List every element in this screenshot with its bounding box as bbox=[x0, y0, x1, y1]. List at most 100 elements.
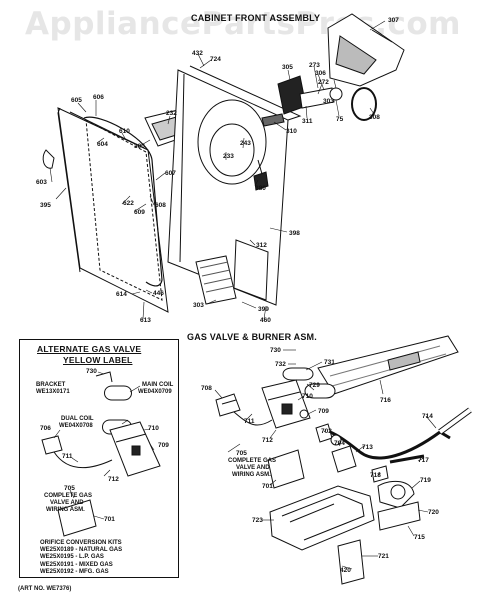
kit-mfg-gas: WE25X0192 - MFG. GAS bbox=[40, 568, 109, 575]
callout-720: 720 bbox=[428, 509, 439, 516]
callout-608: 608 bbox=[155, 202, 166, 209]
callout-307: 307 bbox=[388, 17, 399, 24]
kit-mixed-gas: WE25X0191 - MIXED GAS bbox=[40, 561, 113, 568]
callout-712: 712 bbox=[262, 437, 273, 444]
callout-243: 243 bbox=[240, 140, 251, 147]
note-complete-b1: COMPLETE GAS bbox=[228, 458, 277, 464]
grille bbox=[195, 255, 237, 305]
callout-460: 460 bbox=[260, 317, 271, 324]
note-dual-coil-pn: WE04X0708 bbox=[59, 423, 93, 429]
art-number: (ART NO. WE7376) bbox=[18, 586, 72, 592]
callout-730-alt: 730 bbox=[86, 368, 97, 375]
note-dual-coil: DUAL COIL bbox=[61, 416, 94, 422]
callout-603: 603 bbox=[36, 179, 47, 186]
callout-306: 306 bbox=[315, 70, 326, 77]
callout-710: 710 bbox=[302, 393, 313, 400]
callout-709-alt: 709 bbox=[158, 442, 169, 449]
callout-711: 711 bbox=[244, 418, 255, 425]
callout-731: 731 bbox=[324, 359, 335, 366]
callout-305: 305 bbox=[282, 64, 293, 71]
callout-312: 312 bbox=[256, 242, 267, 249]
callout-723: 723 bbox=[252, 517, 263, 524]
callout-732: 732 bbox=[275, 361, 286, 368]
callout-710-alt: 710 bbox=[148, 425, 159, 432]
callout-730: 730 bbox=[270, 347, 281, 354]
cabinet-front-panel bbox=[167, 65, 302, 306]
callout-232: 232 bbox=[166, 110, 177, 117]
alternate-gas-valve-box bbox=[19, 339, 179, 578]
callout-432: 432 bbox=[192, 50, 203, 57]
note-complete-a3: WIRING ASM. bbox=[46, 507, 85, 513]
callout-719: 719 bbox=[420, 477, 431, 484]
kits-title: ORIFICE CONVERSION KITS bbox=[40, 540, 122, 546]
alt-valve-subtitle: YELLOW LABEL bbox=[63, 355, 133, 365]
callout-716: 716 bbox=[380, 397, 391, 404]
callout-303-bottom: 303 bbox=[193, 302, 204, 309]
callout-446: 446 bbox=[153, 290, 164, 297]
callout-718: 718 bbox=[370, 472, 381, 479]
leader-lines bbox=[49, 20, 437, 570]
alt-valve-drawing bbox=[41, 371, 161, 537]
callout-607: 607 bbox=[165, 170, 176, 177]
watermark: AppliancePartsPros.com bbox=[25, 6, 461, 42]
callout-606: 606 bbox=[93, 94, 104, 101]
callout-711-alt: 711 bbox=[62, 453, 73, 460]
burner-tube bbox=[317, 335, 459, 395]
callout-395: 395 bbox=[40, 202, 51, 209]
callout-605: 605 bbox=[71, 97, 82, 104]
cabinet-title: CABINET FRONT ASSEMBLY bbox=[191, 13, 321, 23]
callout-610: 610 bbox=[119, 128, 130, 135]
callout-701-alt: 701 bbox=[104, 516, 115, 523]
orifice-kits: ORIFICE CONVERSION KITS WE25X0189 - NATU… bbox=[40, 540, 122, 576]
callout-715: 715 bbox=[414, 534, 425, 541]
kit-lp-gas: WE25X0195 - L.P. GAS bbox=[40, 554, 104, 561]
callout-273: 273 bbox=[309, 62, 320, 69]
burner-base bbox=[269, 485, 375, 551]
callout-613: 613 bbox=[140, 317, 151, 324]
callout-724: 724 bbox=[210, 56, 221, 63]
kit-natural-gas: WE25X0189 - NATURAL GAS bbox=[40, 547, 123, 554]
callout-705-alt: 705 bbox=[64, 485, 75, 492]
note-complete-b3: WIRING ASM. bbox=[232, 472, 271, 478]
callout-702: 702 bbox=[321, 428, 332, 435]
callout-272: 272 bbox=[318, 79, 329, 86]
callout-308: 308 bbox=[369, 114, 380, 121]
gas-valve-body bbox=[261, 379, 311, 429]
callout-300: 300 bbox=[134, 143, 145, 150]
callout-708: 708 bbox=[201, 385, 212, 392]
callout-705: 705 bbox=[236, 450, 247, 457]
callout-729: 729 bbox=[309, 382, 320, 389]
note-bracket-pn: WE13X0171 bbox=[36, 389, 70, 395]
callout-604: 604 bbox=[97, 141, 108, 148]
callout-398: 398 bbox=[289, 230, 300, 237]
callout-609: 609 bbox=[134, 209, 145, 216]
note-bracket: BRACKET bbox=[36, 382, 66, 388]
callout-311: 311 bbox=[302, 118, 313, 125]
callout-712-alt: 712 bbox=[108, 476, 119, 483]
door-panel bbox=[57, 107, 169, 313]
callout-706-alt: 706 bbox=[40, 425, 51, 432]
callout-310: 310 bbox=[286, 128, 297, 135]
note-complete-a2: VALVE AND bbox=[50, 500, 84, 506]
callout-233: 233 bbox=[223, 153, 234, 160]
callout-399: 399 bbox=[258, 306, 269, 313]
callout-614: 614 bbox=[116, 291, 127, 298]
note-complete-b2: VALVE AND bbox=[236, 465, 270, 471]
alt-valve-title: ALTERNATE GAS VALVE bbox=[37, 344, 142, 354]
callout-713: 713 bbox=[362, 444, 373, 451]
callout-717: 717 bbox=[418, 457, 429, 464]
callout-380: 380 bbox=[255, 185, 266, 192]
callout-709: 709 bbox=[318, 408, 329, 415]
top-bracket bbox=[327, 13, 405, 87]
callout-75: 75 bbox=[336, 116, 344, 123]
note-main-coil-pn: WE04X0709 bbox=[138, 389, 172, 395]
callout-622: 622 bbox=[123, 200, 134, 207]
callout-721: 721 bbox=[378, 553, 389, 560]
note-complete-a1: COMPLETE GAS bbox=[44, 493, 93, 499]
callout-701: 701 bbox=[262, 483, 273, 490]
callout-704: 704 bbox=[334, 440, 345, 447]
callout-714: 714 bbox=[422, 413, 433, 420]
note-main-coil: MAIN COIL bbox=[142, 382, 174, 388]
